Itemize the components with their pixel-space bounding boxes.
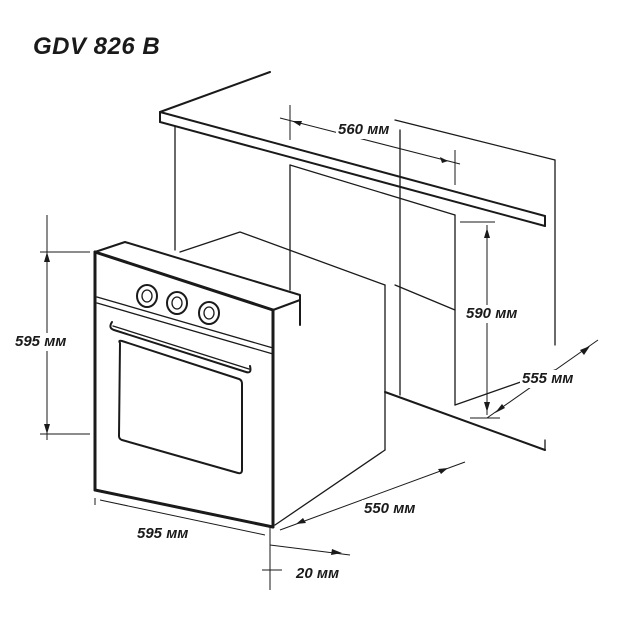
- oven-body-top: [179, 231, 386, 286]
- oven-window: [118, 339, 243, 475]
- knob-1-icon: [136, 284, 158, 308]
- dimension-niche-depth: 555 мм: [520, 370, 576, 388]
- cabinet: [159, 71, 556, 451]
- control-panel-top: [94, 241, 301, 326]
- model-title: GDV 826 B: [33, 33, 161, 60]
- dimension-oven-height: 595 мм: [13, 333, 69, 351]
- dimension-niche-width: 560 мм: [336, 121, 392, 139]
- knob-2-icon: [166, 291, 188, 315]
- door-handle-bar: [112, 325, 250, 370]
- dimension-lines: [40, 105, 599, 590]
- floor-front-edge: [384, 391, 546, 451]
- countertop-front-edge: [159, 71, 271, 113]
- door-handle: [109, 321, 252, 374]
- dimension-oven-width: 595 мм: [135, 525, 191, 543]
- control-panel-divider: [96, 296, 274, 349]
- countertop-front-long: [159, 121, 546, 227]
- niche-shelf: [394, 284, 456, 311]
- oven: [93, 231, 386, 529]
- oven-front-bottom: [93, 488, 275, 529]
- niche-rear-top: [394, 119, 556, 161]
- countertop-top-long: [159, 111, 546, 217]
- oven-front-top: [93, 250, 275, 312]
- oven-body-bottom: [274, 449, 386, 526]
- control-panel-flange: [272, 299, 301, 311]
- niche-top-inner: [289, 164, 456, 216]
- knob-3-icon: [198, 301, 220, 325]
- dimension-front-offset: 20 мм: [294, 565, 342, 583]
- dimension-niche-height: 590 мм: [464, 305, 520, 323]
- dimension-oven-depth: 550 мм: [362, 500, 418, 518]
- control-panel-divider-2: [96, 302, 274, 355]
